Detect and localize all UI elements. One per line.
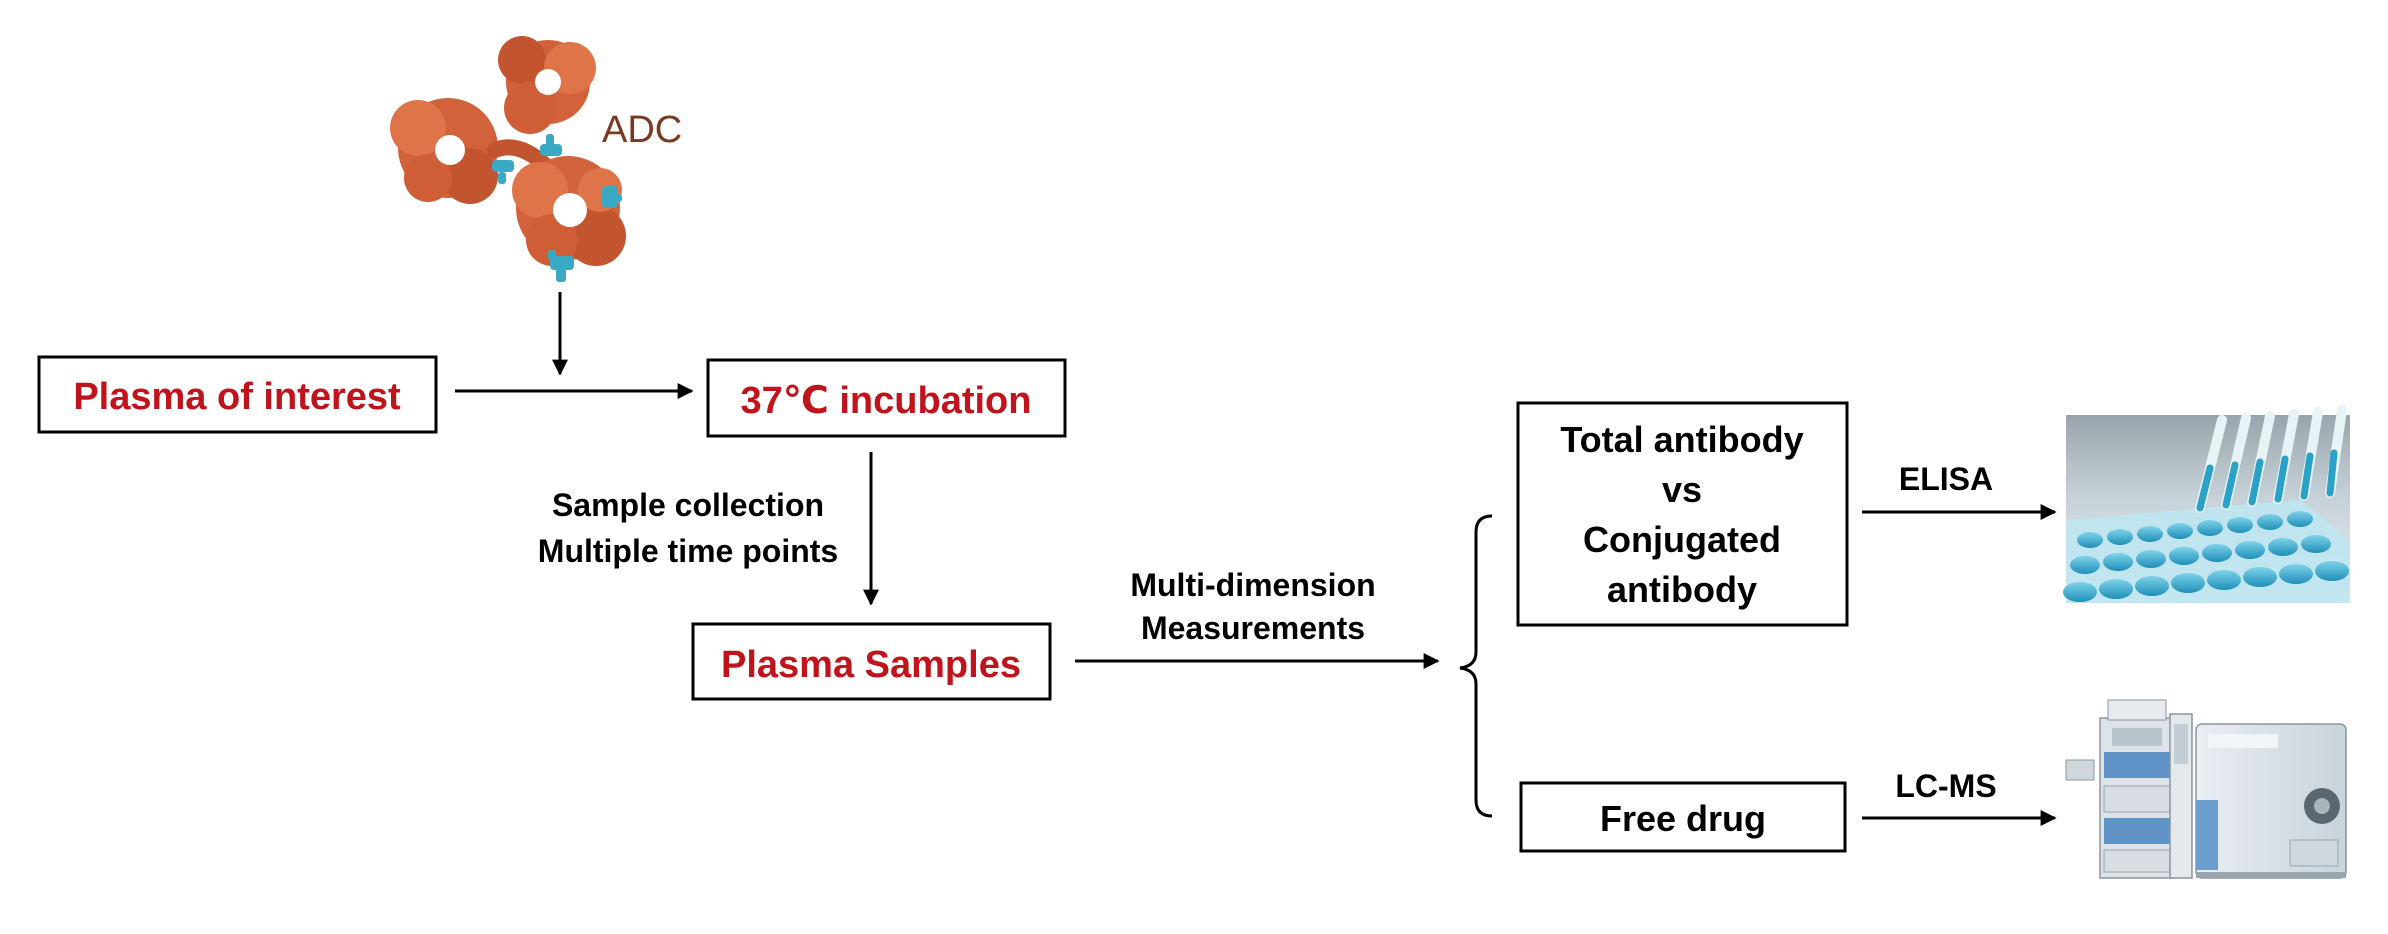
sample-collection-label: Sample collection: [552, 487, 824, 523]
plasma-samples-box: Plasma Samples: [691, 622, 1052, 701]
plasma-of-interest-label: Plasma of interest: [73, 376, 401, 418]
elisa-label: ELISA: [1899, 461, 1993, 497]
grouping-brace: [1459, 514, 1493, 818]
incubation-box: 37℃ incubation: [706, 358, 1067, 438]
free-drug-label: Free drug: [1600, 798, 1766, 839]
lc-ms-instrument-icon: [2065, 699, 2347, 879]
antibody-label: antibody: [1607, 569, 1757, 610]
total-antibody-label: Total antibody: [1560, 419, 1803, 460]
elisa-plate-pipette-icon: [2063, 405, 2350, 603]
lcms-label: LC-MS: [1895, 768, 1996, 804]
multi-dimension-label: Multi-dimension: [1130, 567, 1375, 603]
antibody-drug-conjugate-icon: [390, 36, 626, 282]
incubation-label: 37℃ incubation: [741, 380, 1032, 422]
free-drug-box: Free drug: [1519, 781, 1847, 853]
time-points-label: Multiple time points: [538, 533, 838, 569]
adc-label: ADC: [602, 109, 682, 151]
total-vs-conjugated-box: Total antibody vs Conjugated antibody: [1516, 401, 1849, 627]
vs-label: vs: [1662, 469, 1702, 510]
plasma-of-interest-box: Plasma of interest: [37, 355, 438, 434]
plasma-samples-label: Plasma Samples: [721, 644, 1021, 686]
conjugated-label: Conjugated: [1583, 519, 1781, 560]
measurements-label: Measurements: [1141, 610, 1365, 646]
